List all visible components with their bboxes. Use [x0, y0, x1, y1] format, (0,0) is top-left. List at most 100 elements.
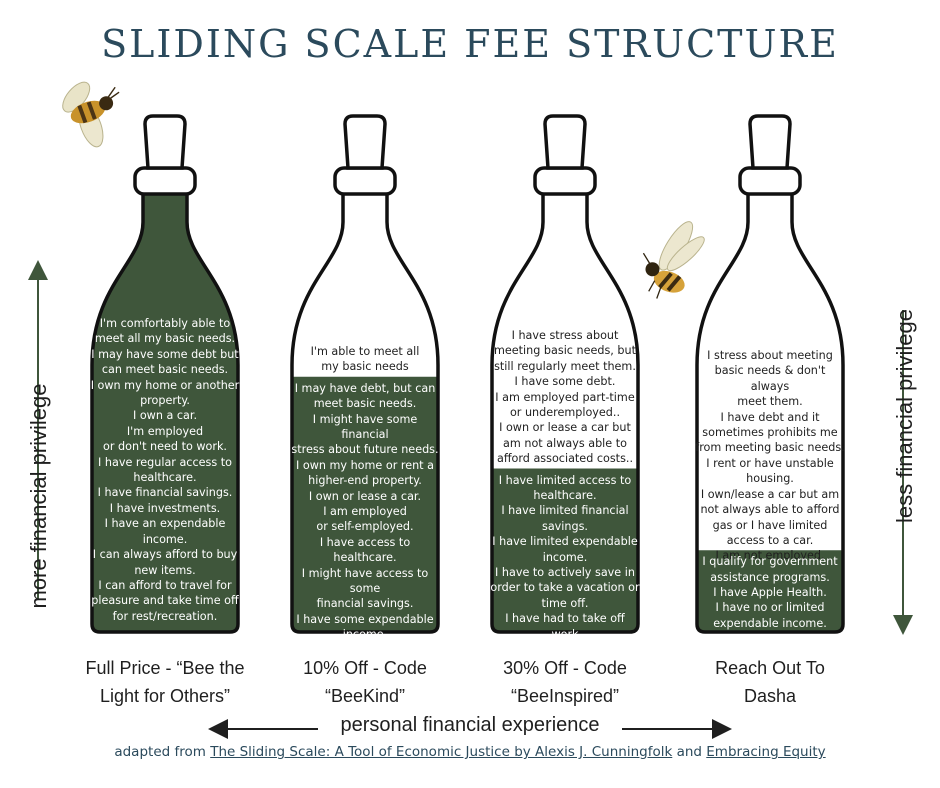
tier-line: or don't need to work.	[103, 440, 227, 454]
tier-label: 10% Off - Code “BeeKind”	[303, 658, 427, 706]
left-axis-label: more financial privilege	[26, 383, 51, 609]
tier-line: meet all my basic needs.	[94, 332, 236, 346]
tier-label: 30% Off - Code “BeeInspired”	[503, 658, 627, 706]
tier-line: I can afford to travel for	[98, 578, 232, 592]
bottle-cork	[543, 114, 587, 170]
tier-line: I own my home or rent a	[296, 458, 434, 472]
tier-line: I stress about meeting	[707, 349, 833, 363]
tier-line: I have to actively save in	[495, 565, 635, 579]
tier-line: I'm comfortably able to	[99, 317, 231, 330]
bottle-cork	[143, 114, 187, 170]
tier-line: meet basic needs.	[313, 397, 417, 411]
bottle-2	[290, 114, 440, 634]
credits-link-sliding-scale[interactable]: The Sliding Scale: A Tool of Economic Ju…	[210, 744, 673, 760]
tier-line: I am employed part-time	[495, 390, 635, 404]
tier-line: I have debt and it	[720, 410, 820, 424]
tier-line: for caregiving tasks.	[508, 642, 622, 656]
bottom-axis-label: personal financial experience	[0, 714, 940, 737]
tier-line: healthcare.	[133, 471, 197, 485]
credits: adapted from The Sliding Scale: A Tool o…	[0, 744, 940, 760]
tier-line: sometimes prohibits me	[702, 426, 838, 440]
tier-line: I am not employed.	[715, 549, 825, 563]
tier-line: still regularly meet them.	[494, 359, 636, 373]
tier-line: financial savings.	[316, 597, 414, 611]
bottle-3	[490, 114, 640, 634]
tier-line: I have stress about	[511, 328, 619, 342]
tier-line: gas or I have limited	[712, 518, 828, 532]
tier-line: income.	[142, 532, 188, 546]
bottle-outline	[90, 190, 240, 634]
tier-dark-text: I'm comfortably able to meet all my basic…	[90, 316, 240, 624]
tier-line: time off.	[541, 596, 589, 610]
bottle-4	[695, 114, 845, 634]
bottle-outline	[290, 190, 440, 634]
tier-line: stress about future needs.	[291, 443, 439, 457]
tier-line: meeting basic needs, but	[494, 344, 636, 358]
tier-line: I have financial savings.	[97, 486, 233, 500]
tier-line: or self-employed.	[316, 520, 414, 534]
tier-line: I rent or have unstable	[706, 456, 834, 470]
tier-line: savings.	[542, 519, 588, 533]
tier-line: I have an expendable	[104, 517, 226, 531]
bottle-lip	[133, 166, 197, 196]
tier-line: new items.	[134, 563, 196, 577]
tier-line: I have some expendable	[296, 612, 434, 626]
tier-light-text: I have stress about meeting basic needs, …	[490, 328, 640, 467]
tier-line: afford associated costs..	[496, 452, 634, 466]
tier-line: can meet basic needs.	[101, 363, 229, 377]
credits-prefix: adapted from	[114, 744, 206, 760]
bottle-outline	[695, 190, 845, 634]
tier-line: I may have some debt but	[91, 347, 239, 361]
tier-line: property.	[140, 394, 190, 408]
tier-line: I have limited access to	[498, 473, 632, 487]
tier-line: I might have some financial	[312, 412, 418, 441]
bottle-cork	[748, 114, 792, 170]
tier-line: I can take an annual vacation	[308, 643, 422, 673]
tier-line: income.	[342, 628, 388, 642]
tier-label: Full Price - “Bee the Light for Others”	[85, 658, 245, 706]
tier-line: I own a car.	[132, 409, 198, 423]
bottle-fill	[697, 550, 843, 632]
page-title: SLIDING SCALE FEE STRUCTURE	[101, 22, 839, 66]
tier-line: access to a car.	[726, 533, 814, 547]
tier-line: I own or lease a car.	[308, 489, 422, 503]
tier-line: I have regular access to	[98, 455, 232, 469]
tier-line: healthcare.	[533, 488, 597, 502]
credits-and: and	[676, 744, 702, 760]
tier-line: I have limited expendable	[492, 535, 638, 549]
bottle-fill	[292, 376, 438, 632]
bottle-lip	[738, 166, 802, 196]
tier-line: I have no or limited	[715, 601, 825, 615]
tier-line: housing.	[746, 472, 794, 486]
bottom-axis-text: personal financial experience	[340, 714, 600, 736]
tier-line: I'm employed	[126, 424, 204, 438]
tier-label: Reach Out To Dasha	[715, 658, 825, 706]
right-axis-label: less financial privilege	[892, 309, 917, 523]
tier-line: without financial burden.	[295, 674, 435, 688]
tier-line: I might have access to some	[301, 566, 429, 596]
tier-line: for rest/recreation.	[112, 609, 218, 623]
tier-line: expendable income.	[713, 616, 827, 630]
tier-line: my basic needs	[321, 360, 409, 374]
tier-line: I have had to take off work	[505, 612, 625, 641]
bottle-cork	[343, 114, 387, 170]
tier-line: I have access to healthcare.	[319, 535, 411, 565]
tier-line: not always able to afford	[700, 503, 840, 517]
tier-line: I am employed	[323, 505, 407, 518]
tier-line: higher-end property.	[308, 474, 422, 488]
bottle-outline	[490, 190, 640, 634]
tier-line: I have limited financial	[501, 504, 629, 518]
credits-link-embracing-equity[interactable]: Embracing Equity	[706, 744, 826, 760]
tier-line: income.	[542, 550, 588, 564]
bee-icon	[62, 81, 120, 148]
bottle-lip	[333, 166, 397, 196]
tier-line: I can always afford to buy	[92, 548, 238, 562]
bottle-fill	[492, 468, 638, 632]
tier-line: am not always able to	[503, 436, 627, 450]
tier-line: order to take a vacation or	[490, 581, 640, 595]
